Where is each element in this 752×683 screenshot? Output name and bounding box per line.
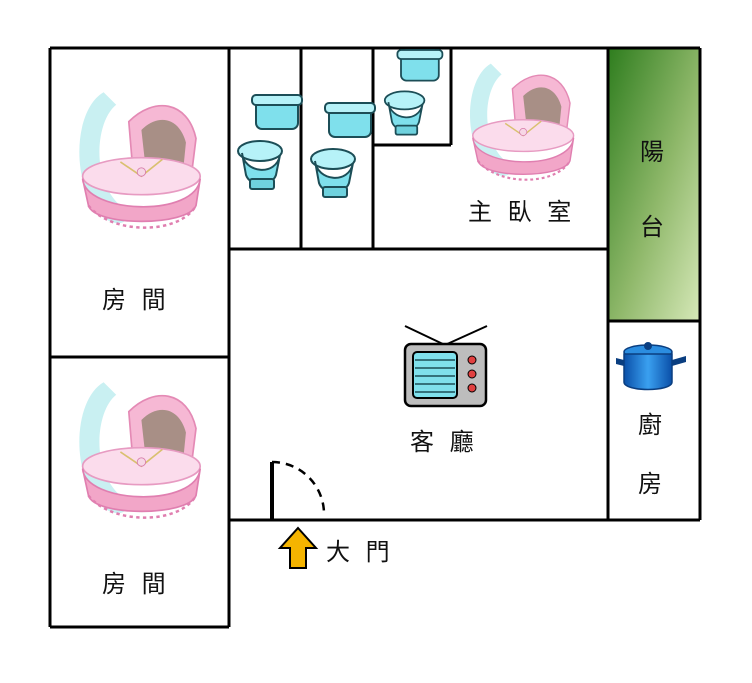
- room-bottom-label: 房 間: [102, 570, 170, 598]
- toilet-icon: [383, 49, 444, 136]
- main-door-label: 大 門: [326, 538, 394, 566]
- living-room-label: 客 廳: [410, 428, 478, 456]
- tv-icon: [403, 325, 488, 408]
- cradle-icon: [78, 90, 202, 229]
- toilet-icon: [237, 94, 303, 190]
- walls: [48, 46, 702, 629]
- cradle-icon: [468, 62, 575, 181]
- kitchen-label-2: 房: [638, 470, 666, 498]
- room-top-label: 房 間: [102, 286, 170, 314]
- kitchen-label-1: 廚: [638, 411, 666, 439]
- main-door: [270, 460, 326, 519]
- cooking-pot-icon: [616, 342, 686, 391]
- balcony-area: [608, 48, 700, 320]
- up-arrow-icon: [277, 526, 319, 569]
- balcony-label-1: 陽: [640, 138, 668, 166]
- toilet-icon: [310, 102, 376, 198]
- cradle-icon: [78, 380, 202, 519]
- balcony-label-2: 台: [640, 213, 668, 241]
- master-bedroom-label: 主 臥 室: [468, 198, 575, 226]
